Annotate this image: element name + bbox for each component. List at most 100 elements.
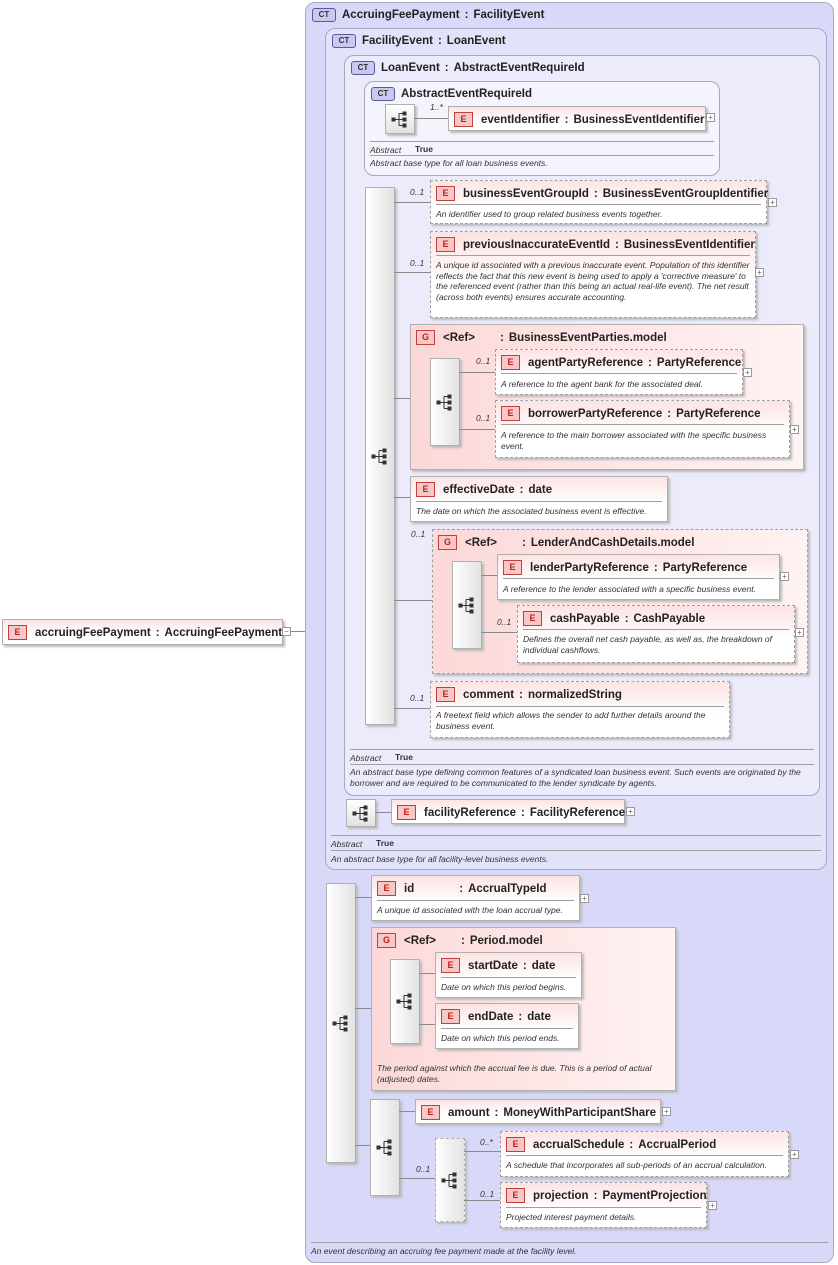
connector-line xyxy=(394,600,432,601)
type-separator: : xyxy=(593,1189,598,1202)
element-agentPartyReference[interactable]: E agentPartyReference : PartyReference A… xyxy=(495,349,743,395)
sequence-compositor[interactable] xyxy=(452,561,482,649)
expand-toggle[interactable]: + xyxy=(626,807,635,816)
type-separator: : xyxy=(464,9,469,21)
ct-name: FacilityEvent xyxy=(362,35,433,47)
group-header: G <Ref> : BusinessEventParties.model xyxy=(416,329,667,346)
abstract-label: Abstract xyxy=(331,839,363,849)
element-type: BusinessEventIdentifier xyxy=(623,238,755,251)
expand-toggle[interactable]: + xyxy=(743,368,752,377)
expand-toggle[interactable]: + xyxy=(755,268,764,277)
element-header: E projection : PaymentProjection xyxy=(506,1187,707,1204)
sequence-compositor[interactable] xyxy=(385,104,415,134)
element-badge: E xyxy=(436,687,455,702)
divider xyxy=(370,141,714,142)
type-separator: : xyxy=(564,113,569,126)
element-badge: E xyxy=(454,112,473,127)
element-badge: E xyxy=(436,186,455,201)
type-separator: : xyxy=(653,561,658,574)
divider xyxy=(350,749,814,750)
element-badge: E xyxy=(503,560,522,575)
sequence-compositor[interactable] xyxy=(370,1099,400,1196)
cardinality: 0..* xyxy=(480,1137,493,1147)
element-header: E previousInaccurateEventId : BusinessEv… xyxy=(436,236,755,253)
connector-line xyxy=(414,118,448,119)
complex-type-header: CT LoanEvent : AbstractEventRequireId xyxy=(351,60,585,76)
element-name: previousInaccurateEventId xyxy=(463,238,610,251)
sequence-compositor-optional[interactable] xyxy=(435,1138,465,1222)
element-id[interactable]: E id : AccrualTypeId A unique id associa… xyxy=(371,875,580,921)
element-previousInaccurateEventId[interactable]: E previousInaccurateEventId : BusinessEv… xyxy=(430,231,756,318)
expand-toggle[interactable]: + xyxy=(768,198,777,207)
type-separator: : xyxy=(155,626,160,639)
element-accrualSchedule[interactable]: E accrualSchedule : AccrualPeriod A sche… xyxy=(500,1131,789,1177)
divider xyxy=(311,1242,828,1243)
element-badge: E xyxy=(441,958,460,973)
element-lenderPartyReference[interactable]: E lenderPartyReference : PartyReference … xyxy=(497,554,780,600)
sequence-compositor[interactable] xyxy=(390,959,420,1044)
sequence-compositor[interactable] xyxy=(326,883,356,1163)
connector-line xyxy=(419,1024,435,1025)
expand-toggle[interactable]: + xyxy=(706,113,715,122)
element-badge: E xyxy=(501,355,520,370)
expand-toggle[interactable]: + xyxy=(662,1107,671,1116)
expand-toggle[interactable]: + xyxy=(795,628,804,637)
ct-documentation: An abstract base type for all facility-l… xyxy=(331,854,549,864)
divider xyxy=(436,706,724,707)
sequence-compositor[interactable] xyxy=(346,799,376,827)
divider xyxy=(436,204,761,205)
divider xyxy=(503,578,774,579)
cardinality: 0..1 xyxy=(497,617,512,627)
group-badge: G xyxy=(416,330,435,345)
cardinality: 0..1 xyxy=(476,356,491,366)
sequence-compositor[interactable] xyxy=(430,358,460,446)
element-type: PartyReference xyxy=(662,561,748,574)
element-documentation: An identifier used to group related busi… xyxy=(436,209,663,219)
sequence-icon xyxy=(371,448,387,465)
element-eventIdentifier[interactable]: E eventIdentifier : BusinessEventIdentif… xyxy=(448,106,706,131)
ct-name: AccruingFeePayment xyxy=(342,9,460,21)
element-businessEventGroupId[interactable]: E businessEventGroupId : BusinessEventGr… xyxy=(430,180,768,224)
expand-toggle[interactable]: + xyxy=(708,1201,717,1210)
group-ref: <Ref> xyxy=(404,934,436,947)
element-effectiveDate[interactable]: E effectiveDate : date The date on which… xyxy=(410,476,668,522)
element-type: MoneyWithParticipantShare xyxy=(503,1106,656,1119)
element-borrowerPartyReference[interactable]: E borrowerPartyReference : PartyReferenc… xyxy=(495,400,790,458)
type-separator: : xyxy=(522,959,527,972)
element-comment[interactable]: E comment : normalizedString A freetext … xyxy=(430,681,730,738)
abstract-label: Abstract xyxy=(350,753,382,763)
element-endDate[interactable]: E endDate : date Date on which this peri… xyxy=(435,1003,579,1049)
divider xyxy=(416,501,662,502)
element-name: agentPartyReference xyxy=(528,356,644,369)
divider xyxy=(441,977,576,978)
complex-type-header: CT AccruingFeePayment : FacilityEvent xyxy=(312,7,544,23)
element-startDate[interactable]: E startDate : date Date on which this pe… xyxy=(435,952,582,998)
element-badge: E xyxy=(421,1105,440,1120)
element-facilityReference[interactable]: E facilityReference : FacilityReference xyxy=(391,799,625,824)
collapse-toggle[interactable]: − xyxy=(282,627,291,636)
element-documentation: A unique id associated with a previous i… xyxy=(436,260,750,302)
type-separator: : xyxy=(519,483,524,496)
element-cashPayable[interactable]: E cashPayable : CashPayable Defines the … xyxy=(517,605,795,663)
element-header: E agentPartyReference : PartyReference xyxy=(501,354,741,371)
expand-toggle[interactable]: + xyxy=(790,425,799,434)
cardinality: 0..1 xyxy=(410,693,425,703)
expand-toggle[interactable]: + xyxy=(790,1150,799,1159)
ct-documentation: An event describing an accruing fee paym… xyxy=(311,1246,577,1256)
connector-line xyxy=(459,372,495,373)
expand-toggle[interactable]: + xyxy=(780,572,789,581)
element-badge: E xyxy=(436,237,455,252)
element-name: lenderPartyReference xyxy=(530,561,649,574)
type-separator: : xyxy=(459,882,464,895)
group-name: Period.model xyxy=(469,934,543,947)
divider xyxy=(370,155,714,156)
element-projection[interactable]: E projection : PaymentProjection Project… xyxy=(500,1182,707,1228)
sequence-compositor[interactable] xyxy=(365,187,395,725)
divider xyxy=(441,1028,573,1029)
element-documentation: A freetext field which allows the sender… xyxy=(436,710,706,731)
element-badge: E xyxy=(506,1188,525,1203)
sequence-icon xyxy=(391,111,407,128)
expand-toggle[interactable]: + xyxy=(580,894,589,903)
element-amount[interactable]: E amount : MoneyWithParticipantShare xyxy=(415,1099,661,1124)
root-element-accruingFeePayment[interactable]: E accruingFeePayment : AccruingFeePaymen… xyxy=(2,619,283,645)
